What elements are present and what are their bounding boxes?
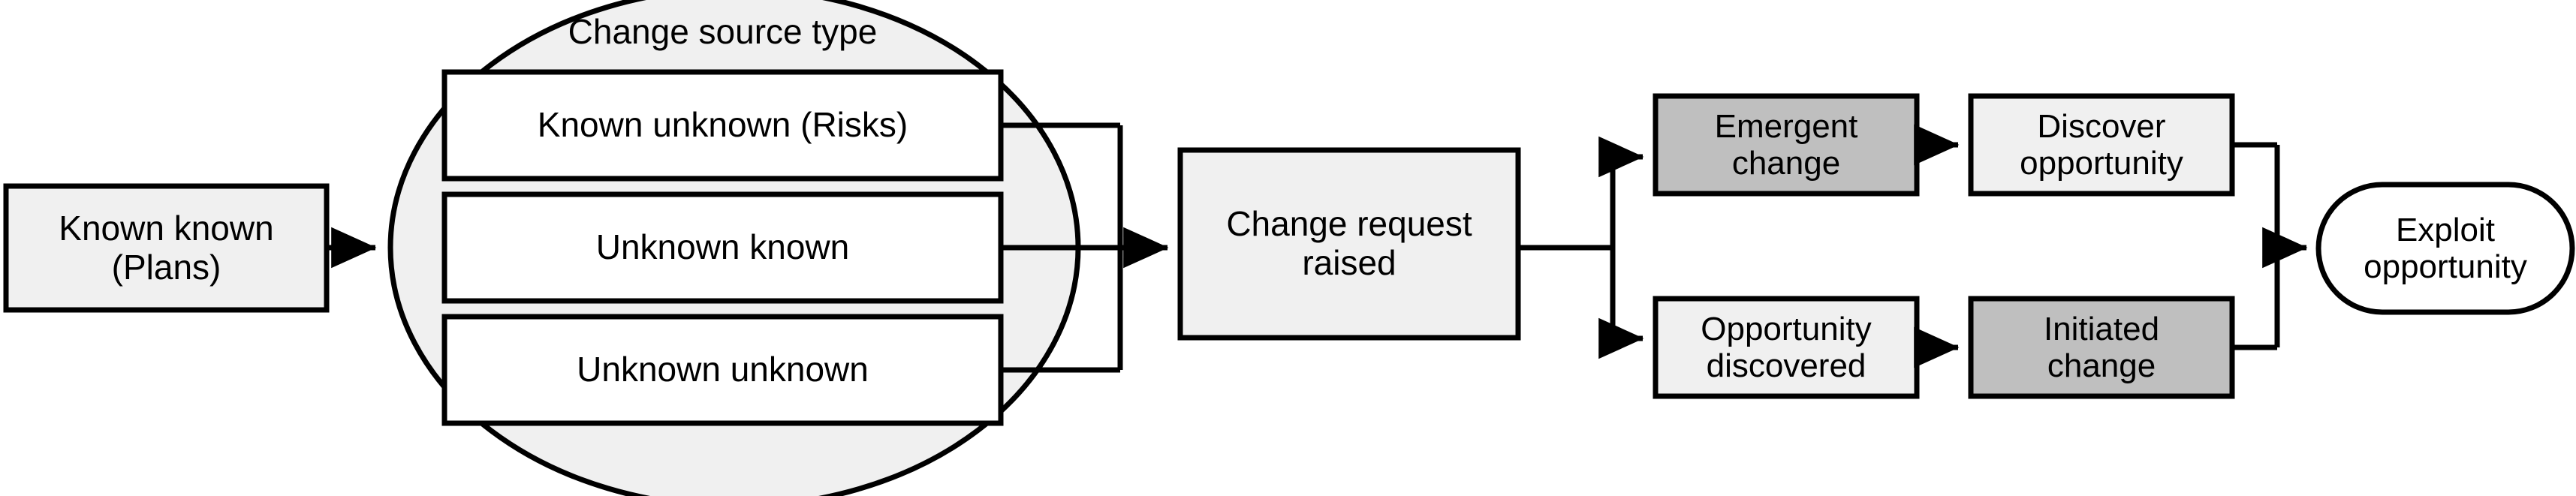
node-discover-opportunity[interactable] — [1968, 93, 2235, 197]
node-unknown-known[interactable] — [441, 191, 1004, 304]
node-unknown-unknown[interactable] — [441, 314, 1004, 426]
node-change-request-raised[interactable] — [1177, 147, 1521, 341]
node-emergent-change[interactable] — [1653, 93, 1920, 197]
edge-merge-bar-sources — [1117, 125, 1169, 370]
node-initiated-change[interactable] — [1968, 296, 2235, 399]
node-known-known[interactable] — [3, 183, 330, 313]
node-exploit-opportunity[interactable] — [2315, 182, 2575, 315]
node-known-unknown[interactable] — [441, 69, 1004, 182]
node-opportunity-discovered[interactable] — [1653, 296, 1920, 399]
edge-merge-to-exploit-opportunity — [2232, 142, 2308, 350]
edge-change-request-to-branch — [1518, 157, 1616, 338]
